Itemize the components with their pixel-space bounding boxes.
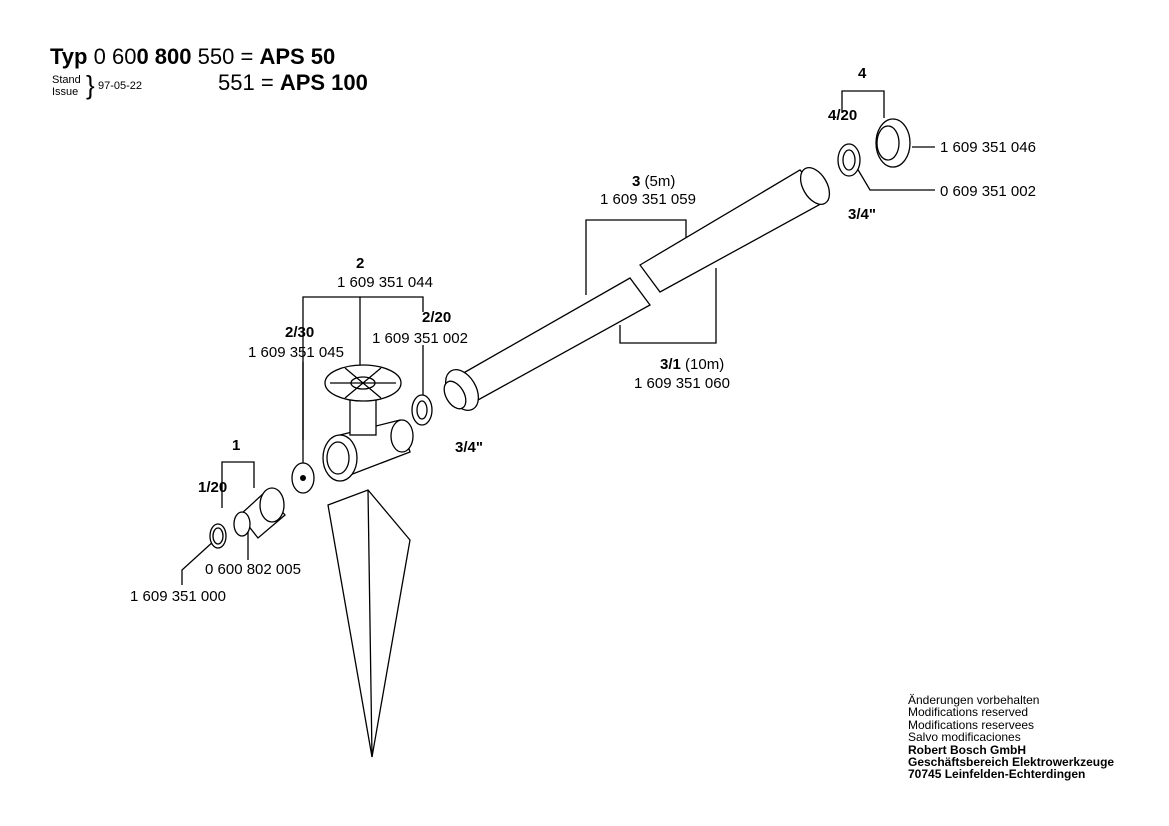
footer-division: Geschäftsbereich Elektrowerkzeuge — [908, 755, 1115, 770]
part-3-1-length: (10m) — [685, 356, 724, 373]
label-part-3-1: 3/1 (10m) — [660, 356, 724, 373]
partno-4-20: 0 609 351 002 — [940, 183, 1036, 200]
label-part-1: 1 — [232, 437, 240, 454]
partno-3-1: 1 609 351 060 — [634, 375, 730, 392]
label-part-1-20: 1/20 — [198, 479, 227, 496]
variant-551: 551 — [218, 70, 255, 95]
nut-part-4 — [875, 118, 911, 168]
seal-part-1-20 — [209, 523, 227, 549]
washer-part-2-30 — [291, 462, 315, 494]
stand-label: Stand — [52, 74, 81, 86]
footer-line-en: Modifications reserved — [908, 705, 1029, 720]
type-number-prefix: 0 60 — [93, 44, 137, 69]
part-3-length: (5m) — [645, 173, 676, 190]
leader-lines — [181, 90, 935, 585]
partno-2: 1 609 351 044 — [337, 274, 433, 291]
thread-size-top: 3/4" — [848, 206, 876, 223]
issue-label: Issue — [52, 86, 79, 98]
part-3-id: 3 — [632, 173, 640, 190]
partno-2-30: 1 609 351 045 — [248, 344, 344, 361]
label-part-2-30: 2/30 — [285, 324, 314, 341]
variant-550: 550 — [197, 44, 235, 69]
footer-address: 70745 Leinfelden-Echterdingen — [908, 767, 1086, 782]
thread-size-mid: 3/4" — [455, 439, 483, 456]
seal-part-2-20 — [411, 394, 433, 426]
partno-1: 0 600 802 005 — [205, 561, 301, 578]
label-part-4-20: 4/20 — [828, 107, 857, 124]
brace: } — [86, 70, 95, 100]
label-part-2-20: 2/20 — [422, 309, 451, 326]
part-3-1-id: 3/1 — [660, 356, 681, 373]
type-header: Typ 0 600 800 550 = APS 50 — [50, 44, 335, 70]
partno-4: 1 609 351 046 — [940, 139, 1036, 156]
variant-551-row: 551 = APS 100 — [218, 70, 368, 96]
label-part-2: 2 — [356, 255, 364, 272]
footer-line-de: Änderungen vorbehalten — [908, 693, 1040, 707]
partno-1-20: 1 609 351 000 — [130, 588, 226, 605]
label-part-3: 3 (5m) — [632, 173, 675, 190]
partno-3: 1 609 351 059 — [600, 191, 696, 208]
issue-date: 97-05-22 — [98, 80, 143, 92]
partno-2-20: 1 609 351 002 — [372, 330, 468, 347]
label-part-4: 4 — [858, 65, 867, 82]
equals-sign: = — [260, 70, 274, 95]
model-aps-50: APS 50 — [259, 44, 336, 69]
hose-part-3 — [443, 167, 831, 411]
model-aps-100: APS 100 — [279, 70, 368, 95]
spike-valve-part-2 — [322, 364, 414, 758]
equals-sign: = — [240, 44, 254, 69]
part-labels: 4 4/20 1 609 351 046 0 609 351 002 3/4" … — [130, 65, 1036, 605]
footer-line-fr: Modifications reservees — [908, 717, 1035, 732]
footer-line-es: Salvo modificaciones — [908, 730, 1021, 745]
seal-part-4-20 — [837, 143, 861, 177]
footer-company: Robert Bosch GmbH — [908, 742, 1027, 757]
footer-notice: Änderungen vorbehalten Modifications res… — [908, 694, 1114, 781]
connector-part-1 — [233, 487, 286, 539]
type-number-bold: 0 800 — [136, 44, 192, 69]
typ-label: Typ — [50, 44, 88, 69]
